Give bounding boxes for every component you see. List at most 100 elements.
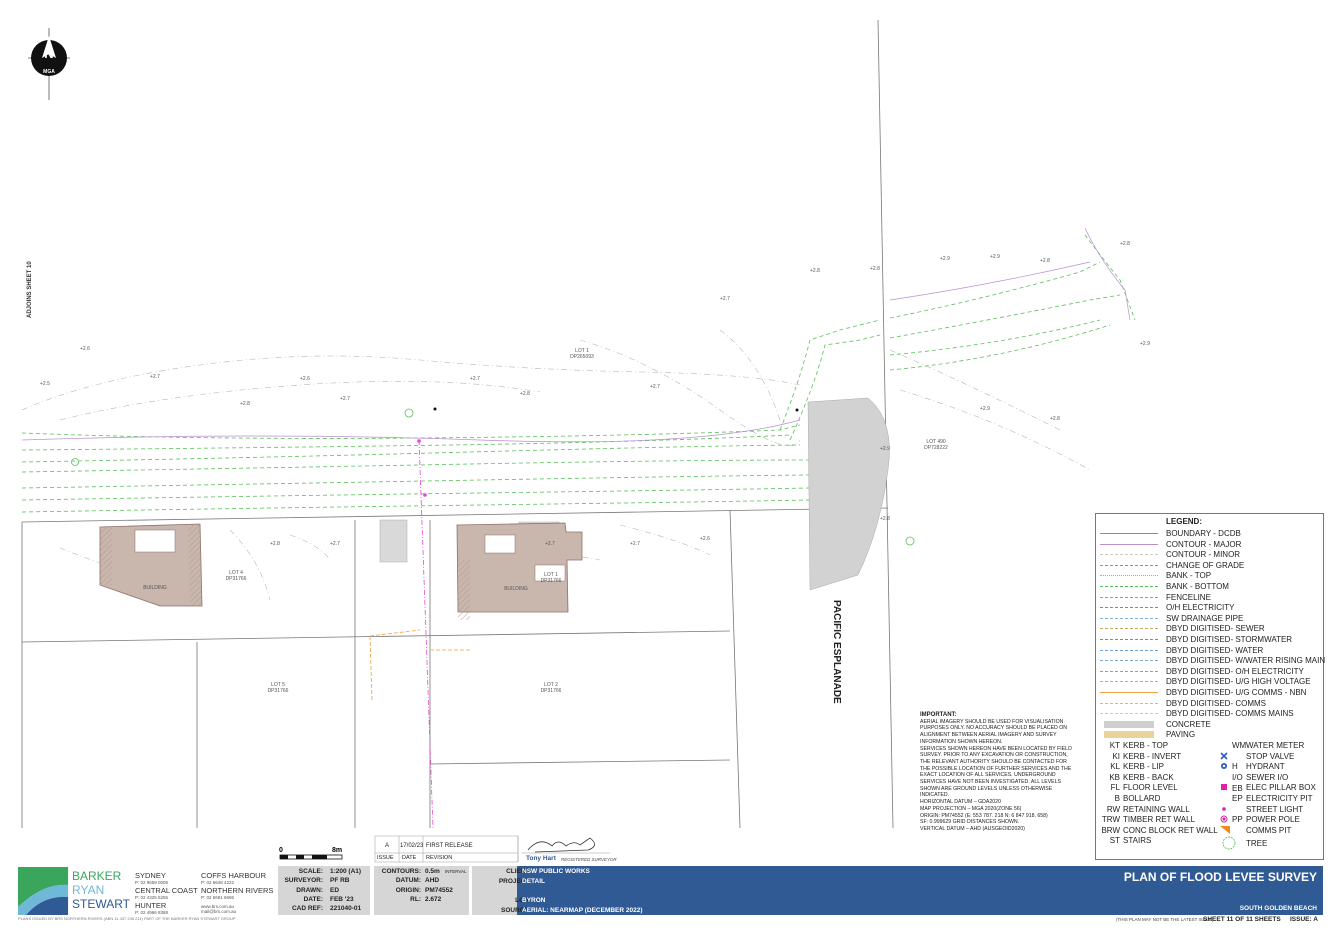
- legend-line-swatch: [1100, 543, 1158, 545]
- legend-line-item: DBYD DIGITISED- W/WATER RISING MAIN: [1100, 656, 1325, 666]
- legend-abbrev-label: KERB - TOP: [1123, 741, 1169, 750]
- legend-line-swatch: [1100, 607, 1158, 609]
- svg-text:+2.7: +2.7: [545, 541, 555, 547]
- legend-line-label: O/H ELECTRICITY: [1166, 603, 1235, 613]
- source-key: SOURCE:: [501, 907, 531, 914]
- svg-text:+2.8: +2.8: [520, 391, 530, 397]
- legend-line-swatch: [1100, 575, 1158, 577]
- legend-line-label: SW DRAINAGE PIPE: [1166, 613, 1244, 623]
- project-value: DETAIL: [522, 878, 545, 885]
- legend-line-swatch: [1100, 628, 1158, 630]
- svg-text:LOT 1: LOT 1: [544, 572, 558, 578]
- svg-text:+2.7: +2.7: [630, 541, 640, 547]
- office-phone: P: 02 4325 5255: [135, 895, 169, 900]
- revision-desc: FIRST RELEASE: [426, 843, 473, 849]
- office-name: NORTHERN RIVERS: [201, 886, 274, 895]
- office-phone: P: 02 4966 8388: [135, 910, 169, 915]
- power-pole-icon: [1220, 815, 1232, 825]
- legend-line-label: DBYD DIGITISED- U/G HIGH VOLTAGE: [1166, 677, 1311, 687]
- office-phone: P: 02 9659 0005: [135, 880, 169, 885]
- concrete-area: [807, 397, 890, 591]
- legend-fill-label: PAVING: [1166, 730, 1196, 740]
- legend-line-item: DBYD DIGITISED- SEWER: [1100, 624, 1320, 634]
- svg-text:+2.7: +2.7: [650, 384, 660, 390]
- important-note-line: MAP PROJECTION – MGA 2020(ZONE 56): [920, 805, 1022, 812]
- svg-text:+2.9: +2.9: [880, 446, 890, 452]
- legend-abbrev-code: FL: [1110, 783, 1120, 793]
- svg-text:0: 0: [279, 847, 283, 854]
- svg-text:+2.6: +2.6: [300, 376, 310, 382]
- svg-text:DP31766: DP31766: [541, 578, 562, 584]
- svg-text:+2.6: +2.6: [700, 536, 710, 542]
- svg-text:+2.8: +2.8: [1050, 416, 1060, 422]
- legend-symbol-label: HYDRANT: [1246, 762, 1285, 772]
- legend-abbrev-label: KERB - INVERT: [1123, 751, 1182, 761]
- tree-icon: [1220, 836, 1236, 852]
- company-logo-icon: [18, 867, 69, 915]
- info-value: AHD: [425, 877, 440, 885]
- north-arrow-icon: N MGA: [28, 28, 70, 100]
- legend-line-swatch: [1100, 660, 1158, 662]
- svg-text:+2.8: +2.8: [870, 266, 880, 272]
- legend-abbrev-label: KERB - BACK: [1123, 772, 1174, 782]
- legend-line-item: BANK - TOP: [1100, 571, 1320, 581]
- legend-abbrev-code: TRW: [1101, 815, 1120, 825]
- svg-text:+2.6: +2.6: [80, 346, 90, 352]
- legend-abbrev-code: RW: [1106, 804, 1120, 814]
- lga-key: LGA:: [515, 897, 531, 904]
- road-label: PACIFIC ESPLANADE: [831, 600, 842, 704]
- plan-title-bar: CLIENT: NSW PUBLIC WORKS PROJECT: DETAIL…: [499, 866, 1323, 915]
- legend-line-item: DBYD DIGITISED- COMMS MAINS: [1100, 709, 1320, 719]
- revision-header-issue: ISSUE: [377, 855, 394, 861]
- svg-text:+2.8: +2.8: [1120, 241, 1130, 247]
- issue-footnote: PLANS ISSUED BY BRS NORTHERN RIVERS (ABN…: [18, 916, 236, 921]
- legend-symbol-item: STREET LIGHT: [1220, 805, 1303, 815]
- building-lot4: [99, 523, 203, 607]
- svg-text:+2.7: +2.7: [150, 374, 160, 380]
- office-name: COFFS HARBOUR: [201, 871, 267, 880]
- info-box-left: [278, 866, 370, 915]
- legend-line-label: DBYD DIGITISED- W/WATER RISING MAIN: [1166, 656, 1326, 666]
- legend-symbol-code: PP: [1232, 815, 1243, 825]
- svg-text:LOT 490: LOT 490: [926, 439, 946, 445]
- svg-text:DP31766: DP31766: [268, 688, 289, 694]
- plan-title: PLAN OF FLOOD LEVEE SURVEY: [1123, 870, 1317, 884]
- svg-text:LOT 4: LOT 4: [229, 570, 243, 576]
- legend-line-item: BOUNDARY - DCDB: [1100, 529, 1320, 539]
- comms-pit-icon: [1220, 825, 1232, 836]
- legend-line-item: BANK - BOTTOM: [1100, 582, 1320, 592]
- legend-line-swatch: [1100, 554, 1158, 556]
- important-note-line: SF: 0.999629 GRID DISTANCES SHOWN.: [920, 819, 1020, 826]
- legend-symbol-item: WMWATER METER: [1220, 741, 1304, 750]
- legend-line-swatch: [1100, 692, 1158, 693]
- legend-line-swatch: [1100, 639, 1158, 640]
- svg-text:BUILDING: BUILDING: [143, 585, 167, 591]
- info-value: 221040-01: [330, 905, 362, 913]
- comms-line: [369, 629, 470, 701]
- legend-line-label: DBYD DIGITISED- SEWER: [1166, 624, 1265, 634]
- latest-issue-note: (THIS PLAN MAY NOT BE THE LATEST ISSUE): [1116, 917, 1214, 922]
- svg-text:+2.7: +2.7: [340, 396, 350, 402]
- svg-text:MGA: MGA: [43, 69, 55, 75]
- important-note-line: INFORMATION SHOWN HEREON.: [920, 738, 1003, 745]
- legend-line-label: DBYD DIGITISED- WATER: [1166, 645, 1264, 655]
- legend-line-item: DBYD DIGITISED- COMMS: [1100, 699, 1320, 709]
- company-email[interactable]: mail@brs.com.au: [201, 909, 237, 914]
- legend-symbol-code: WM: [1232, 741, 1247, 750]
- important-note-line: ALIGNMENT BETWEEN AERIAL IMAGERY AND SUR…: [920, 732, 1057, 739]
- legend-abbrev-code: KT: [1109, 741, 1120, 750]
- company-web[interactable]: www.brs.com.au: [201, 904, 235, 909]
- legend-symbol-label: COMMS PIT: [1246, 825, 1292, 835]
- legend-fill-swatch: [1104, 731, 1154, 739]
- svg-text:N: N: [44, 46, 53, 61]
- legend-abbrev-label: CONC BLOCK RET WALL: [1123, 825, 1218, 835]
- client-value: NSW PUBLIC WORKS: [522, 868, 590, 875]
- project-key: PROJECT:: [498, 878, 531, 885]
- legend-symbol-label: ELECTRICITY PIT: [1246, 794, 1313, 803]
- legend-abbrev-code: KB: [1109, 772, 1120, 782]
